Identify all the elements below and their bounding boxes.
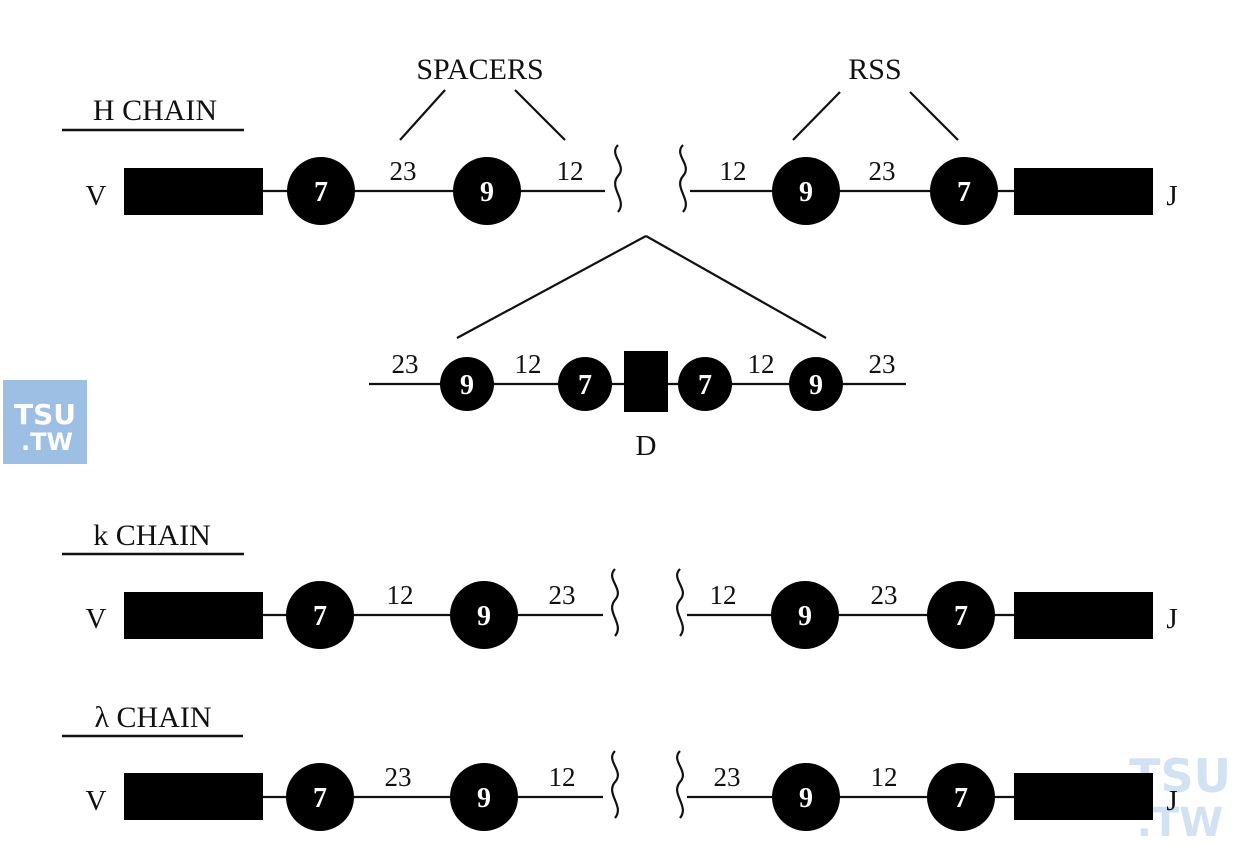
k-right-spacer2: 23	[871, 580, 898, 610]
lambda-right-heptamer	[927, 763, 995, 831]
h-v-label: V	[86, 180, 107, 212]
h-right-heptamer-label: 7	[957, 177, 971, 208]
h-left-nonamer	[453, 157, 521, 225]
k-chain: k CHAIN V 7 12 9 23 12 9 23 7 J	[62, 519, 1178, 649]
lambda-right-spacer1: 23	[714, 762, 741, 792]
h-j-label: J	[1166, 180, 1177, 212]
d-nonamer-left-label: 9	[460, 370, 474, 401]
k-left-nonamer-label: 9	[477, 601, 491, 632]
lambda-left-heptamer-label: 7	[313, 783, 327, 814]
lambda-j-label: J	[1166, 785, 1177, 817]
d-expansion-right	[645, 235, 827, 339]
h-right-nonamer	[772, 157, 840, 225]
k-j-segment	[1014, 592, 1153, 639]
rss-pointer-right	[909, 91, 959, 141]
watermark-line2: .TW	[21, 428, 73, 456]
h-left-break-mark	[614, 144, 622, 213]
lambda-v-label: V	[86, 785, 107, 817]
lambda-chain-title: λ CHAIN	[94, 701, 211, 734]
h-chain: H CHAIN SPACERS RSS V 7 23 9 12 12 9 23 …	[62, 53, 1178, 462]
lambda-left-break-mark	[611, 750, 619, 819]
spacers-pointer-right	[514, 89, 566, 141]
d-spacer-outer-left: 23	[392, 349, 419, 379]
k-right-spacer1: 12	[710, 580, 737, 610]
spacers-label: SPACERS	[416, 53, 543, 86]
lambda-right-spacer2: 12	[871, 762, 898, 792]
d-heptamer-left-label: 7	[578, 370, 592, 401]
rss-pointer-left	[792, 91, 841, 141]
k-left-spacer1: 12	[387, 580, 414, 610]
h-v-segment	[124, 168, 263, 215]
lambda-left-nonamer	[450, 763, 518, 831]
d-heptamer-right	[678, 357, 732, 411]
h-left-spacer1: 23	[390, 156, 417, 186]
h-left-spacer2: 12	[557, 156, 584, 186]
lambda-right-nonamer	[772, 763, 840, 831]
d-heptamer-right-label: 7	[698, 370, 712, 401]
k-v-segment	[124, 592, 263, 639]
lambda-chain: λ CHAIN V 7 23 9 12 23 9 12 7 J	[62, 701, 1178, 831]
k-right-break-mark	[676, 568, 684, 637]
d-heptamer-left	[558, 357, 612, 411]
k-right-nonamer	[771, 581, 839, 649]
lambda-v-segment	[124, 773, 263, 820]
d-segment	[624, 351, 668, 412]
lambda-left-spacer2: 12	[549, 762, 576, 792]
lambda-right-heptamer-label: 7	[954, 783, 968, 814]
d-insert: 23 9 12 7 7 12 9 23 D	[369, 349, 906, 462]
h-right-spacer1: 12	[720, 156, 747, 186]
h-left-heptamer-label: 7	[314, 177, 328, 208]
h-right-break-mark	[679, 144, 687, 213]
d-spacer-left: 12	[515, 349, 542, 379]
d-spacer-outer-right: 23	[869, 349, 896, 379]
h-right-spacer2: 23	[869, 156, 896, 186]
h-chain-title: H CHAIN	[93, 94, 217, 127]
lambda-left-heptamer	[286, 763, 354, 831]
k-right-heptamer-label: 7	[954, 601, 968, 632]
rss-label: RSS	[848, 53, 901, 86]
watermark-line1: TSU	[14, 398, 76, 431]
k-v-label: V	[86, 603, 107, 635]
h-right-heptamer	[930, 157, 998, 225]
h-right-nonamer-label: 9	[799, 177, 813, 208]
d-nonamer-left	[440, 357, 494, 411]
d-nonamer-right-label: 9	[809, 370, 823, 401]
k-left-nonamer	[450, 581, 518, 649]
spacers-pointer-left	[399, 89, 446, 141]
k-right-heptamer	[927, 581, 995, 649]
lambda-right-break-mark	[676, 750, 684, 819]
k-chain-title: k CHAIN	[93, 519, 211, 552]
k-left-break-mark	[611, 568, 619, 637]
d-expansion-left	[456, 235, 647, 339]
k-j-label: J	[1166, 603, 1177, 635]
h-j-segment	[1014, 168, 1153, 215]
d-label: D	[636, 430, 657, 462]
lambda-left-nonamer-label: 9	[477, 783, 491, 814]
d-spacer-right: 12	[748, 349, 775, 379]
h-left-nonamer-label: 9	[480, 177, 494, 208]
k-left-spacer2: 23	[549, 580, 576, 610]
lambda-right-nonamer-label: 9	[799, 783, 813, 814]
k-left-heptamer-label: 7	[313, 601, 327, 632]
k-left-heptamer	[286, 581, 354, 649]
lambda-left-spacer1: 23	[385, 762, 412, 792]
watermark-logo-left: TSU .TW	[3, 380, 87, 464]
lambda-j-segment	[1014, 773, 1153, 820]
d-nonamer-right	[789, 357, 843, 411]
h-left-heptamer	[287, 157, 355, 225]
k-right-nonamer-label: 9	[798, 601, 812, 632]
